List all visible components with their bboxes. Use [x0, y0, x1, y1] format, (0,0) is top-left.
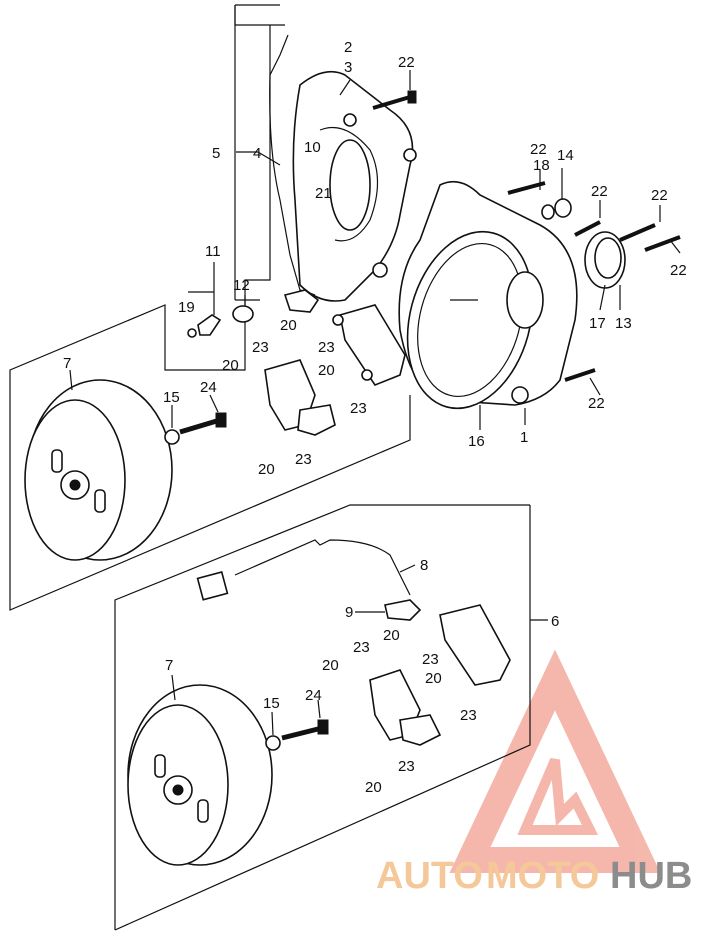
callout-23-a: 23	[318, 339, 335, 356]
callout-15-upper: 15	[163, 389, 180, 406]
oil-seal	[541, 198, 626, 289]
callout-10: 10	[304, 139, 321, 156]
callout-23-h: 23	[398, 758, 415, 775]
watermark-text-hub: HUB	[610, 855, 692, 897]
callout-20-c: 20	[318, 362, 335, 379]
callout-22-d: 22	[651, 187, 668, 204]
callout-20-b: 20	[222, 357, 239, 374]
crankcase-cover	[292, 70, 417, 302]
callout-22-f: 22	[588, 395, 605, 412]
callout-20-a: 20	[280, 317, 297, 334]
leader-lines	[69, 70, 681, 736]
callout-23-g: 23	[460, 707, 477, 724]
callout-18: 18	[533, 157, 550, 174]
callout-8: 8	[420, 557, 428, 574]
upper-flywheel	[24, 379, 227, 561]
callout-23-f: 23	[422, 651, 439, 668]
callout-17: 17	[589, 315, 606, 332]
watermark-logo	[449, 649, 661, 873]
callout-23-e: 23	[353, 639, 370, 656]
callout-1: 1	[520, 429, 528, 446]
lower-group-outline	[114, 504, 531, 931]
upper-group-outline	[9, 4, 411, 611]
watermark-text-auto: AUTO	[376, 855, 483, 897]
callout-9: 9	[345, 604, 353, 621]
upper-small-parts	[187, 305, 254, 338]
callout-12: 12	[233, 277, 250, 294]
bolts-22	[372, 90, 681, 382]
callout-22-a: 22	[398, 54, 415, 71]
callout-7-upper: 7	[63, 355, 71, 372]
callout-19: 19	[178, 299, 195, 316]
callout-24-b: 24	[305, 687, 322, 704]
callout-5: 5	[212, 145, 220, 162]
callout-20-h: 20	[365, 779, 382, 796]
callout-22-e: 22	[670, 262, 687, 279]
callout-22-c: 22	[591, 183, 608, 200]
callout-14: 14	[557, 147, 574, 164]
callout-20-d: 20	[258, 461, 275, 478]
callout-23-c: 23	[350, 400, 367, 417]
callout-13: 13	[615, 315, 632, 332]
callout-16: 16	[468, 433, 485, 450]
watermark-text-moto: MOTO	[486, 855, 599, 897]
callout-2: 2	[344, 39, 352, 56]
callout-20-e: 20	[383, 627, 400, 644]
callout-22-b: 22	[530, 141, 547, 158]
watermark-wordmark: AUTO MOTO HUB	[376, 855, 692, 897]
callout-21: 21	[315, 185, 332, 202]
callout-20-g: 20	[425, 670, 442, 687]
lower-stator-assembly	[196, 539, 511, 746]
callout-15-lower: 15	[263, 695, 280, 712]
callout-24-a: 24	[200, 379, 217, 396]
callout-labels: 1 2 3 4 5 6 7 7 8 9 10 11 12 13 14 15 15…	[63, 39, 687, 796]
callout-6: 6	[551, 613, 559, 630]
callout-20-f: 20	[322, 657, 339, 674]
callout-3: 3	[344, 59, 352, 76]
lower-flywheel	[127, 684, 329, 866]
callout-7-lower: 7	[165, 657, 173, 674]
callout-11: 11	[205, 243, 221, 260]
callout-4: 4	[253, 145, 261, 162]
upper-stator-assembly	[264, 34, 406, 436]
generator-housing	[398, 180, 578, 410]
callout-23-d: 23	[295, 451, 312, 468]
callout-23-b: 23	[252, 339, 269, 356]
